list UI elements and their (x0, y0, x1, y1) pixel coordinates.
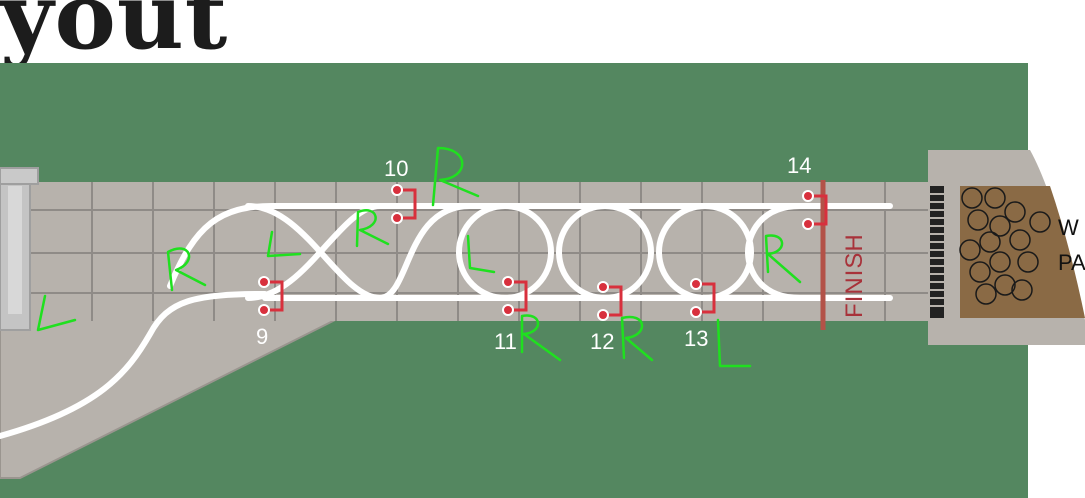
gate-14 (802, 190, 828, 230)
annotation-r-6 (764, 234, 802, 284)
gate-number-12: 12 (590, 329, 614, 354)
gate-12 (597, 281, 623, 321)
gate-10 (391, 184, 417, 224)
gate-9 (258, 276, 284, 316)
handwritten-annotations (36, 146, 802, 368)
annotation-l-1 (36, 294, 77, 332)
gate-number-11: 11 (494, 329, 517, 354)
page-title: yout (0, 0, 229, 70)
gate-number-14: 14 (787, 153, 811, 178)
gate-number-9: 9 (256, 324, 268, 349)
annotation-r-4 (520, 314, 562, 362)
annotation-r-5 (620, 315, 654, 362)
gate-11 (502, 276, 528, 316)
side-label-line-1: W (1058, 215, 1079, 240)
finish-label: FINISH (841, 233, 868, 318)
start-structure (0, 167, 39, 331)
annotation-r-3 (431, 146, 480, 207)
end-platform (928, 150, 1085, 345)
annotation-r-2 (355, 209, 390, 248)
gate-13 (690, 278, 716, 318)
annotation-l-4 (716, 318, 752, 368)
annotation-l-2 (266, 230, 302, 258)
gate-number-10: 10 (384, 156, 408, 181)
annotation-l-3 (466, 234, 496, 274)
side-label-line-2: PA (1058, 250, 1085, 275)
gate-number-13: 13 (684, 326, 708, 351)
annotation-r-1 (166, 247, 207, 292)
track-lines (0, 203, 893, 439)
tire-stack (959, 187, 1051, 305)
